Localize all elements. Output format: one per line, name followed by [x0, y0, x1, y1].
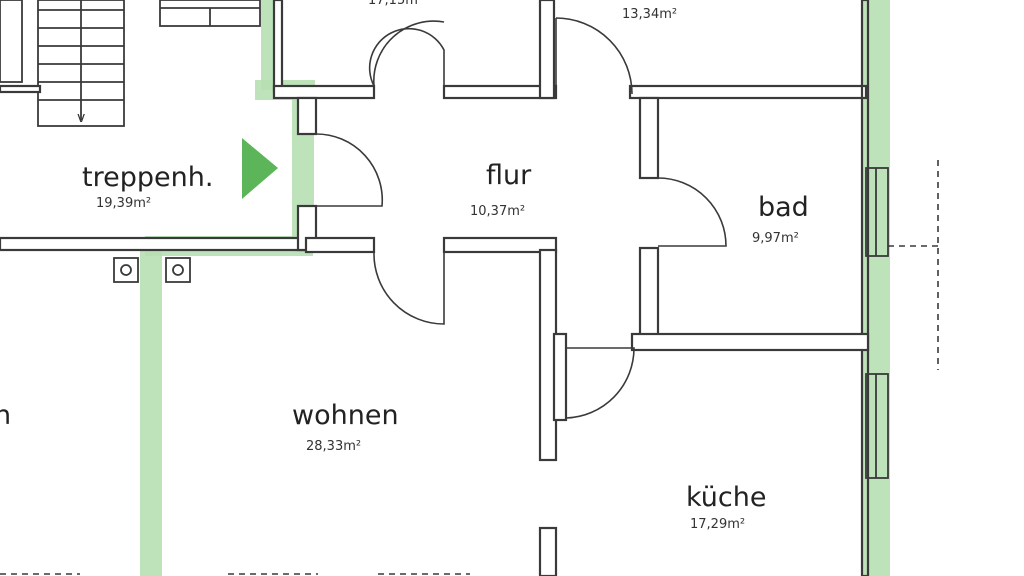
room-name-left-partial: h	[0, 400, 11, 431]
room-area-bad: 9,97m²	[752, 231, 799, 246]
walls	[0, 0, 870, 576]
room-name-treppenhaus: treppenh.	[82, 162, 213, 193]
room-name-flur: flur	[486, 160, 532, 191]
room-name-kueche: küche	[686, 482, 767, 513]
room-name-wohnen: wohnen	[292, 400, 399, 431]
entrance-arrow-icon	[242, 138, 278, 199]
room-area-kueche: 17,29m²	[690, 517, 745, 532]
room-area-flur: 10,37m²	[470, 204, 525, 219]
wall-sockets	[113, 257, 191, 283]
room-area-wohnen: 28,33m²	[306, 439, 361, 454]
room-area-treppenhaus: 19,39m²	[96, 196, 151, 211]
room-area-top-left: 17,15m²	[368, 0, 423, 8]
staircase: v	[0, 0, 261, 127]
room-labels: 17,15m² 13,34m² treppenh. 19,39m² flur 1…	[0, 0, 809, 532]
stairs-direction-label: v	[77, 110, 85, 126]
window-markings	[865, 160, 940, 479]
room-name-bad: bad	[758, 192, 809, 223]
doors	[315, 17, 727, 419]
room-area-top-right: 13,34m²	[622, 7, 677, 22]
